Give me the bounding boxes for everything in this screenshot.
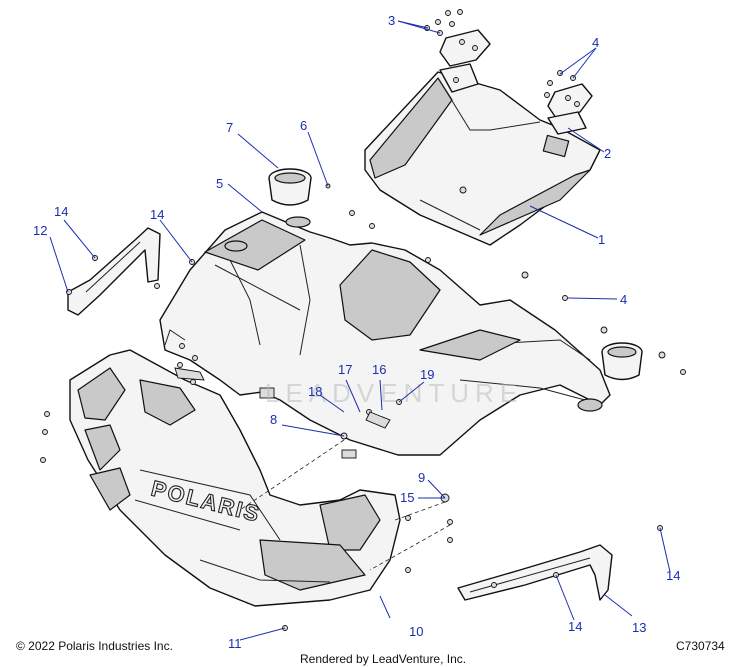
alignment-lines xyxy=(239,439,451,571)
right-bracket xyxy=(457,544,613,601)
loose-fasteners xyxy=(40,183,686,631)
callout-19: 19 xyxy=(420,367,434,382)
callout-18: 18 xyxy=(308,384,322,399)
callout-2: 2 xyxy=(604,146,611,161)
callout-17: 17 xyxy=(338,362,352,377)
callout-numbers: 1 2 3 4 4 5 6 7 8 9 10 11 12 13 14 14 14… xyxy=(33,13,680,651)
callout-4-lower: 4 xyxy=(620,292,627,307)
hinge-right xyxy=(547,83,593,135)
callout-5: 5 xyxy=(216,176,223,191)
callout-1: 1 xyxy=(598,232,605,247)
callout-14-bottom: 14 xyxy=(568,619,582,634)
copyright-text: © 2022 Polaris Industries Inc. xyxy=(16,639,173,653)
hinge-upper xyxy=(439,29,491,93)
callout-10: 10 xyxy=(409,624,423,639)
callout-14-left: 14 xyxy=(54,204,68,219)
callout-14-right: 14 xyxy=(666,568,680,583)
rendered-by-text: Rendered by LeadVenture, Inc. xyxy=(300,652,466,666)
callout-leaders xyxy=(49,20,671,641)
callout-3: 3 xyxy=(388,13,395,28)
cup-holder-left xyxy=(268,168,312,206)
cup-holder-right xyxy=(601,342,643,381)
hood-panel xyxy=(364,71,601,246)
callout-6: 6 xyxy=(300,118,307,133)
callout-11: 11 xyxy=(228,636,242,651)
front-fascia: POLARIS xyxy=(69,349,401,607)
callout-7: 7 xyxy=(226,120,233,135)
watermark: LEADVENTURE xyxy=(265,378,523,408)
left-bracket xyxy=(67,227,161,316)
callout-12: 12 xyxy=(33,223,47,238)
callout-14-center: 14 xyxy=(150,207,164,222)
diagram-code: C730734 xyxy=(676,639,725,653)
callout-4: 4 xyxy=(592,35,599,50)
callout-16: 16 xyxy=(372,362,386,377)
callout-8: 8 xyxy=(270,412,277,427)
callout-13: 13 xyxy=(632,620,646,635)
callout-15: 15 xyxy=(400,490,414,505)
callout-9: 9 xyxy=(418,470,425,485)
